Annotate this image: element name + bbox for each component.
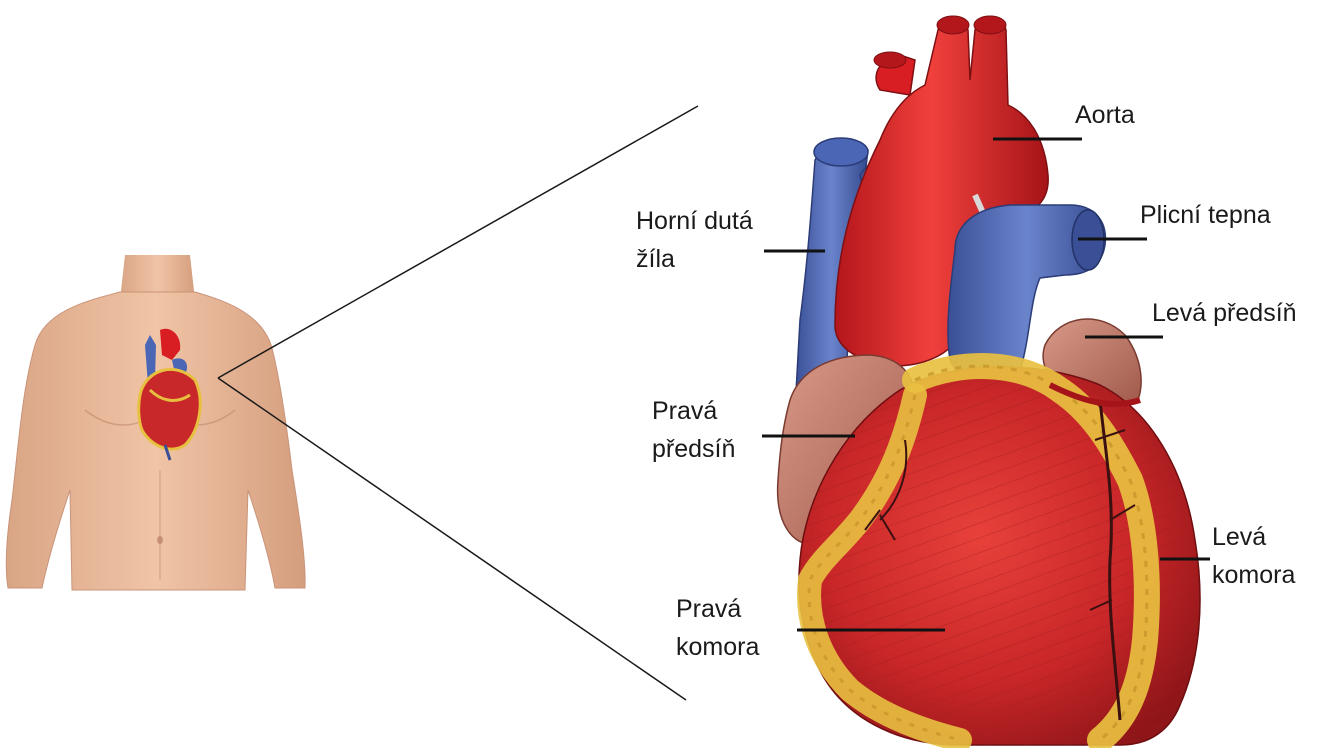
label-right-atrium: Pravá předsíň xyxy=(652,392,735,468)
label-pulmonary-artery: Plicní tepna xyxy=(1140,196,1271,234)
label-superior-vena-cava: Horní dutá žíla xyxy=(636,202,753,278)
label-right-ventricle-line-1: Pravá xyxy=(676,590,759,628)
label-left-atrium: Levá předsíň xyxy=(1152,294,1297,332)
label-right-ventricle-line-2: komora xyxy=(676,628,759,666)
label-superior-vena-cava-line-1: Horní dutá xyxy=(636,202,753,240)
torso-figure xyxy=(6,255,305,590)
label-right-atrium-line-2: předsíň xyxy=(652,430,735,468)
label-left-ventricle: Levá komora xyxy=(1212,518,1295,594)
label-right-atrium-line-1: Pravá xyxy=(652,392,735,430)
label-aorta: Aorta xyxy=(1075,96,1135,134)
label-left-atrium-line-1: Levá předsíň xyxy=(1152,294,1297,332)
label-right-ventricle: Pravá komora xyxy=(676,590,759,666)
label-left-ventricle-line-1: Levá xyxy=(1212,518,1295,556)
zoom-lines xyxy=(218,106,698,700)
label-pulmonary-artery-line-1: Plicní tepna xyxy=(1140,196,1271,234)
label-left-ventricle-line-2: komora xyxy=(1212,556,1295,594)
label-aorta-line-1: Aorta xyxy=(1075,96,1135,134)
label-superior-vena-cava-line-2: žíla xyxy=(636,240,753,278)
large-heart xyxy=(778,16,1200,745)
